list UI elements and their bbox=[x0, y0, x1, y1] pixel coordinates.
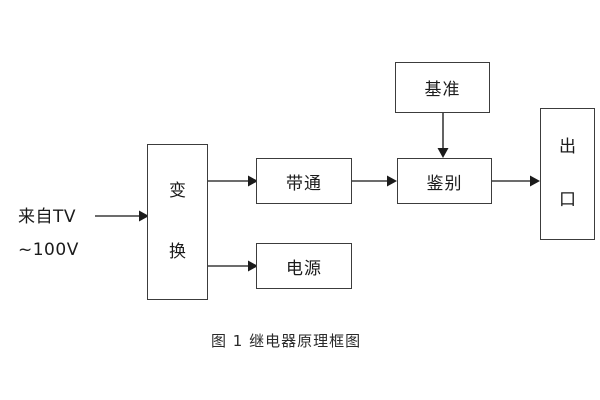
block-reference-label: 基准 bbox=[424, 80, 461, 100]
input-source-label-line1: 来自TV bbox=[18, 207, 77, 227]
edge-convert-to-power bbox=[208, 256, 260, 276]
block-output-char1: 出 bbox=[559, 137, 576, 157]
edge-reference-to-discriminate bbox=[433, 113, 453, 160]
block-reference[interactable]: 基准 bbox=[395, 62, 490, 113]
block-output[interactable]: 出 口 bbox=[540, 108, 595, 240]
block-output-char2: 口 bbox=[559, 190, 576, 210]
input-source-label-line2: ~100V bbox=[18, 240, 79, 260]
block-discriminate-label: 鉴别 bbox=[426, 173, 463, 194]
block-convert-char2: 换 bbox=[169, 242, 186, 262]
block-convert-char1: 变 bbox=[169, 181, 186, 201]
block-bandpass-label: 带通 bbox=[286, 173, 322, 194]
block-convert[interactable]: 变 换 bbox=[147, 144, 208, 300]
edge-bandpass-to-discriminate bbox=[352, 171, 399, 191]
edge-input-to-convert bbox=[95, 206, 151, 226]
block-power-supply-label: 电源 bbox=[286, 258, 322, 279]
block-power-supply[interactable]: 电源 bbox=[256, 243, 352, 289]
block-discriminate[interactable]: 鉴别 bbox=[397, 158, 492, 204]
figure-caption: 图 1 继电器原理框图 bbox=[211, 332, 362, 350]
edge-convert-to-bandpass bbox=[208, 171, 260, 191]
block-bandpass[interactable]: 带通 bbox=[256, 158, 352, 204]
edge-discriminate-to-output bbox=[492, 171, 542, 191]
